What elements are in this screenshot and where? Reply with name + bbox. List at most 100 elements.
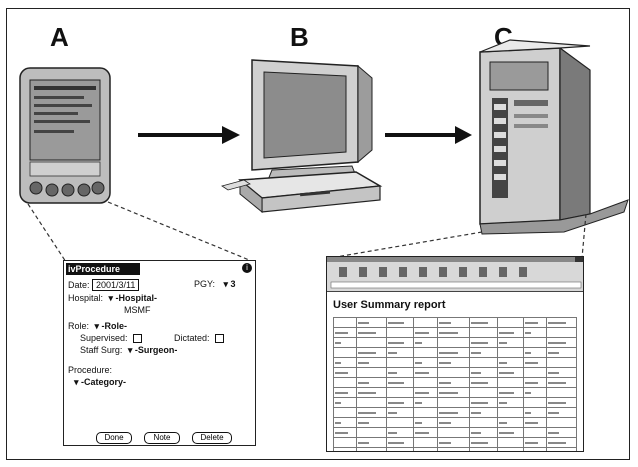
table-cell bbox=[468, 357, 499, 368]
illegible-text-mark bbox=[387, 382, 404, 384]
category-select[interactable]: ▾ -Category- bbox=[74, 377, 127, 387]
table-cell bbox=[385, 437, 415, 448]
illegible-text-mark bbox=[387, 352, 397, 354]
staff-select[interactable]: ▾ -Surgeon- bbox=[127, 345, 178, 355]
table-cell bbox=[497, 317, 525, 328]
table-cell bbox=[497, 357, 525, 368]
illegible-text-mark bbox=[547, 372, 559, 374]
pgy-label: PGY: bbox=[194, 279, 216, 289]
info-icon[interactable]: i bbox=[242, 263, 252, 273]
figure-frame bbox=[6, 8, 630, 460]
table-cell bbox=[333, 427, 357, 438]
table-cell bbox=[497, 407, 525, 418]
dictated-checkbox[interactable] bbox=[215, 334, 225, 344]
table-cell bbox=[355, 447, 387, 451]
table-cell bbox=[355, 437, 387, 448]
illegible-text-mark bbox=[335, 362, 341, 364]
illegible-text-mark bbox=[357, 322, 369, 324]
server-tower-icon bbox=[479, 39, 629, 235]
table-cell bbox=[545, 437, 578, 448]
table-cell bbox=[545, 347, 578, 358]
illegible-text-mark bbox=[525, 382, 539, 384]
illegible-text-mark bbox=[439, 322, 452, 324]
illegible-text-mark bbox=[357, 392, 376, 394]
date-field[interactable]: 2001/3/11 bbox=[92, 279, 140, 291]
table-cell bbox=[468, 437, 499, 448]
supervised-checkbox[interactable] bbox=[133, 334, 143, 344]
illegible-text-mark bbox=[335, 332, 348, 334]
table-cell bbox=[468, 317, 499, 328]
table-cell bbox=[385, 337, 415, 348]
table-cell bbox=[355, 377, 387, 388]
table-cell bbox=[437, 327, 470, 338]
illegible-text-mark bbox=[439, 332, 459, 334]
illegible-text-mark bbox=[525, 392, 532, 394]
hospital-sub: MSMF bbox=[124, 305, 151, 315]
table-cell bbox=[545, 417, 578, 428]
note-button[interactable]: Note bbox=[144, 432, 180, 444]
table-cell bbox=[385, 397, 415, 408]
table-cell bbox=[413, 317, 439, 328]
table-cell bbox=[333, 417, 357, 428]
table-cell bbox=[333, 407, 357, 418]
illegible-text-mark bbox=[525, 362, 539, 364]
illegible-text-mark bbox=[547, 432, 559, 434]
label-a: A bbox=[50, 22, 69, 52]
illegible-text-mark bbox=[547, 352, 559, 354]
illegible-text-mark bbox=[499, 342, 508, 344]
illegible-text-mark bbox=[470, 402, 488, 404]
done-button[interactable]: Done bbox=[96, 432, 132, 444]
table-cell bbox=[333, 387, 357, 398]
table-row bbox=[333, 327, 578, 338]
arrow-right-icon bbox=[385, 126, 472, 144]
delete-button[interactable]: Delete bbox=[192, 432, 232, 444]
table-cell bbox=[523, 437, 547, 448]
table-cell bbox=[437, 367, 470, 378]
illegible-text-mark bbox=[499, 372, 515, 374]
table-cell bbox=[333, 397, 357, 408]
hospital-select[interactable]: ▾ -Hospital- bbox=[108, 293, 158, 303]
role-select[interactable]: ▾ -Role- bbox=[94, 321, 128, 331]
illegible-text-mark bbox=[415, 362, 423, 364]
illegible-text-mark bbox=[470, 342, 488, 344]
table-cell bbox=[545, 337, 578, 348]
illegible-text-mark bbox=[499, 392, 515, 394]
pgy-select[interactable]: ▾ 3 bbox=[223, 279, 236, 289]
table-cell bbox=[437, 407, 470, 418]
table-cell bbox=[497, 377, 525, 388]
table-cell bbox=[437, 417, 470, 428]
table-cell bbox=[545, 327, 578, 338]
table-cell bbox=[523, 327, 547, 338]
illegible-text-mark bbox=[470, 352, 481, 354]
table-cell bbox=[333, 377, 357, 388]
illegible-text-mark bbox=[335, 392, 348, 394]
table-cell bbox=[523, 447, 547, 451]
table-cell bbox=[545, 427, 578, 438]
illegible-text-mark bbox=[470, 382, 488, 384]
illegible-text-mark bbox=[415, 342, 423, 344]
table-cell bbox=[413, 327, 439, 338]
table-cell bbox=[545, 447, 578, 451]
table-cell bbox=[437, 337, 470, 348]
table-cell bbox=[333, 337, 357, 348]
table-cell bbox=[523, 347, 547, 358]
illegible-text-mark bbox=[547, 412, 559, 414]
dictated-row: Dictated: bbox=[174, 333, 225, 344]
table-cell bbox=[497, 397, 525, 408]
role-label: Role: bbox=[68, 321, 90, 331]
table-cell bbox=[437, 397, 470, 408]
illegible-text-mark bbox=[415, 332, 430, 334]
table-cell bbox=[497, 437, 525, 448]
table-cell bbox=[413, 357, 439, 368]
illegible-text-mark bbox=[547, 322, 566, 324]
table-row bbox=[333, 387, 578, 398]
table-cell bbox=[413, 367, 439, 378]
table-cell bbox=[545, 397, 578, 408]
table-cell bbox=[437, 437, 470, 448]
pda-form-title: ivProcedure bbox=[66, 263, 140, 275]
table-row bbox=[333, 337, 578, 348]
table-cell bbox=[468, 417, 499, 428]
role-row: Role: ▾ -Role- bbox=[68, 321, 127, 332]
toolbar-icons bbox=[327, 257, 583, 289]
